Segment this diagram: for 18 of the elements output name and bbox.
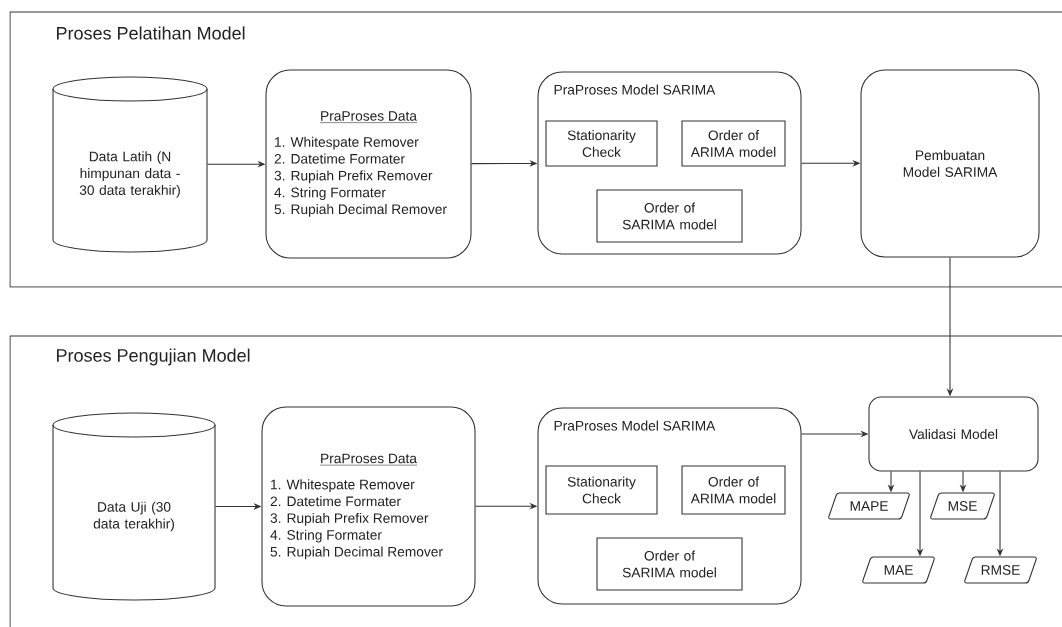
output-parallelogram: MAE [862, 556, 935, 584]
node-label: Data Latih (N himpunan data - 30 data terakhir) [79, 151, 180, 198]
process-box: PraProses Data 1. Whitespate Remover 2. Datetime Formater 3. Rupiah Prefix Remover 4. String Formater 5. Rupiah Decimal Remover [265, 69, 472, 259]
step-box: Stationarity Check [545, 120, 658, 167]
database-cylinder: Data Uji (30 data terakhir) [52, 412, 216, 601]
process-box: Validasi Model [868, 396, 1039, 472]
output-parallelogram: MSE [930, 492, 995, 520]
output-parallelogram: RMSE [964, 556, 1037, 584]
step-box: Order of ARIMA model [681, 120, 786, 167]
output-parallelogram: MAPE [828, 492, 910, 520]
process-box: PraProses Data 1. Whitespate Remover 2. Datetime Formater 3. Rupiah Prefix Remover 4. String Formater 5. Rupiah Decimal Remover [261, 406, 476, 607]
database-cylinder: Data Latih (N himpunan data - 30 data terakhir) [52, 76, 208, 253]
node-label: Data Uji (30 data terakhir) [93, 501, 174, 532]
step-box: Order of SARIMA model [596, 537, 743, 591]
process-box: Pembuatan Model SARIMA [860, 69, 1040, 258]
step-box: Order of ARIMA model [681, 465, 786, 515]
step-box: Order of SARIMA model [596, 189, 743, 243]
step-box: Stationarity Check [545, 465, 658, 515]
